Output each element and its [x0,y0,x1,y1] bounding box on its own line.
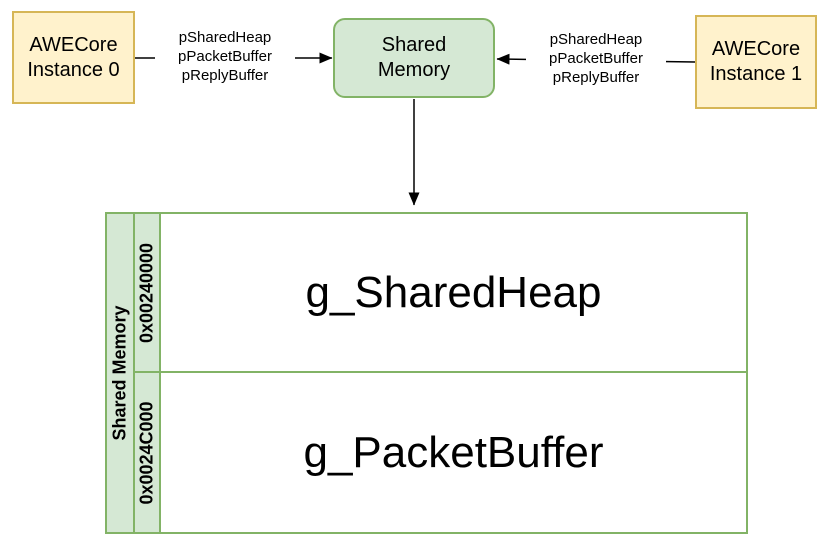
edge-label-left-line2: pPacketBuffer [178,48,272,65]
table-side-header: Shared Memory [107,214,135,532]
edge-label-right-line1: pSharedHeap [549,31,643,48]
edge-label-left: pSharedHeap pPacketBuffer pReplyBuffer [155,28,295,85]
table-row-0-name-cell: g_SharedHeap [161,214,746,373]
node-awecore-instance-0-label-line1: AWECore [29,33,118,56]
node-shared-memory: Shared Memory [333,18,495,98]
node-awecore-instance-1-label-line2: Instance 1 [709,63,803,85]
edge-label-left-line3: pReplyBuffer [181,67,269,84]
table-row-0-address-cell: 0x00240000 [135,214,161,373]
table-row-0-address-label: 0x00240000 [136,242,157,343]
table-row-1-name-cell: g_PacketBuffer [161,373,746,532]
node-awecore-instance-1-label-line1: AWECore [711,38,801,60]
table-row-0-name-label: g_SharedHeap [305,267,602,317]
node-awecore-instance-1: AWECore Instance 1 [695,15,817,109]
node-shared-memory-label-line2: Memory [377,59,451,81]
table-row-1-address-label: 0x0024C000 [136,400,157,505]
table-row-1-name-label: g_PacketBuffer [303,427,604,477]
edge-label-right-line3: pReplyBuffer [552,69,640,86]
node-awecore-instance-0: AWECore Instance 0 [12,11,135,104]
table-row-1-address-cell: 0x0024C000 [135,373,161,532]
node-shared-memory-label-line1: Shared [381,34,447,56]
edge-label-left-line1: pSharedHeap [178,29,272,46]
shared-memory-table: Shared Memory 0x00240000 0x0024C000 g_Sh… [105,212,748,534]
edge-label-right: pSharedHeap pPacketBuffer pReplyBuffer [526,30,666,87]
table-side-header-label: Shared Memory [109,305,130,441]
node-awecore-instance-0-label-line2: Instance 0 [27,58,120,81]
edge-label-right-line2: pPacketBuffer [549,50,643,67]
